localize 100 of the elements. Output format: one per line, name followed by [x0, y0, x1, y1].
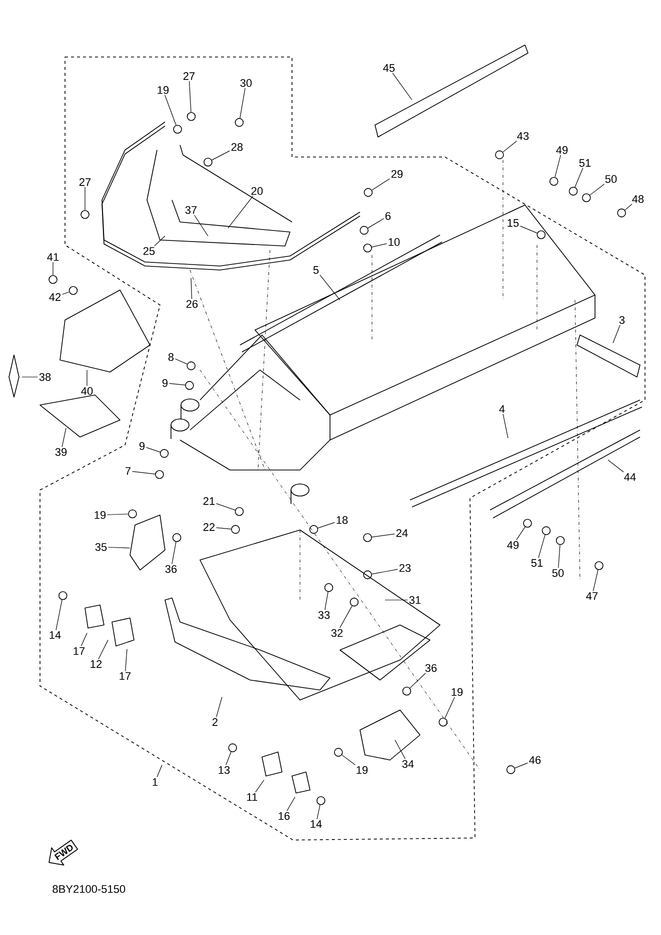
fastener-part [316, 796, 326, 805]
leader-line [194, 214, 208, 236]
leader-line [320, 274, 340, 300]
leader-line [107, 514, 128, 516]
leader-line [240, 88, 246, 118]
callout-number: 26 [186, 300, 198, 308]
callout-number: 1 [152, 778, 158, 786]
leader-line [174, 358, 188, 364]
leader-line [80, 632, 88, 646]
callout-number: 32 [331, 629, 343, 637]
fastener-part [204, 158, 212, 166]
leader-line [62, 292, 70, 295]
fastener-part [542, 526, 551, 536]
leader-line [212, 150, 230, 160]
callout-number: 3 [619, 316, 625, 324]
fastener-part [234, 507, 244, 516]
callout-number: 36 [165, 565, 177, 573]
part-code: 8BY2100-5150 [52, 885, 126, 893]
callout-number: 31 [409, 596, 421, 604]
callout-number: 51 [531, 559, 543, 567]
callout-number: 51 [579, 159, 591, 167]
callout-number: 33 [318, 611, 330, 619]
leader-line [168, 383, 186, 386]
fastener-part [556, 536, 565, 545]
fastener-part [363, 570, 372, 580]
callout-number: 29 [391, 170, 403, 178]
leader-line [108, 546, 130, 548]
fastener-part [58, 591, 68, 600]
callout-number: 17 [120, 672, 131, 680]
fastener-part [173, 124, 182, 134]
leader-line [216, 527, 232, 530]
fastener-part [523, 518, 532, 528]
leader-line [226, 752, 232, 766]
leader-line [216, 696, 222, 718]
fastener-part [363, 244, 372, 252]
callout-number: 19 [452, 688, 463, 696]
fastener-part [364, 188, 373, 197]
leader-line [394, 740, 406, 760]
callout-number: 34 [402, 760, 414, 768]
fastener-part [185, 381, 194, 390]
callout-number: 21 [203, 497, 215, 505]
callout-number: 22 [203, 523, 215, 531]
leader-line [558, 544, 560, 568]
fastener-part [231, 525, 240, 534]
leader-line [372, 178, 390, 190]
leader-line [216, 503, 236, 510]
callout-number: 20 [251, 187, 263, 195]
callout-number: 14 [310, 820, 322, 828]
callout-number: 41 [47, 253, 59, 261]
callout-number: 19 [158, 86, 169, 94]
callout-number: 10 [388, 238, 400, 246]
callout-number: 6 [386, 212, 391, 220]
callout-number: 48 [632, 195, 644, 203]
leader-line [538, 534, 546, 558]
leader-line [624, 204, 632, 210]
leader-line [342, 754, 356, 766]
leader-line [608, 460, 624, 472]
leader-line [574, 168, 584, 188]
fastener-part [506, 765, 516, 774]
leader-line [86, 370, 88, 386]
fastener-part [582, 193, 591, 202]
leader-line [228, 196, 254, 228]
leader-line [590, 184, 605, 196]
callout-number: 25 [143, 247, 155, 255]
callout-number: 30 [240, 79, 252, 87]
callout-number: 12 [90, 660, 102, 668]
callout-number: 50 [605, 175, 617, 183]
leader-line [340, 606, 352, 628]
fastener-part [309, 525, 318, 534]
callout-number: 42 [49, 293, 61, 301]
callout-number: 23 [399, 564, 411, 572]
leader-line [324, 592, 328, 610]
callout-number: 49 [507, 541, 519, 549]
leader-line [125, 648, 128, 672]
callout-number: 45 [383, 64, 395, 72]
callout-number: 17 [74, 647, 85, 655]
fastener-part [617, 208, 626, 218]
leader-line [132, 471, 156, 474]
fastener-part [128, 509, 137, 518]
leader-line [502, 414, 508, 438]
leader-line [372, 569, 398, 574]
callout-number: 36 [425, 664, 437, 672]
callout-number: 50 [552, 569, 564, 577]
leader-line [372, 243, 387, 248]
fastener-part [155, 470, 164, 479]
leader-line [98, 640, 108, 660]
fastener-part [48, 275, 58, 284]
callout-number: 27 [183, 72, 195, 80]
leader-line [372, 534, 395, 538]
fastener-part [360, 226, 369, 235]
fastener-part [80, 210, 90, 219]
callout-number: 5 [313, 266, 319, 274]
fastener-part [594, 561, 604, 570]
callout-number: 46 [529, 756, 541, 764]
callout-number: 7 [126, 467, 130, 475]
callout-number: 11 [247, 793, 258, 801]
leader-line [164, 94, 176, 126]
callout-number: 9 [139, 442, 145, 450]
fastener-part [568, 186, 578, 196]
fastener-part [350, 598, 359, 606]
